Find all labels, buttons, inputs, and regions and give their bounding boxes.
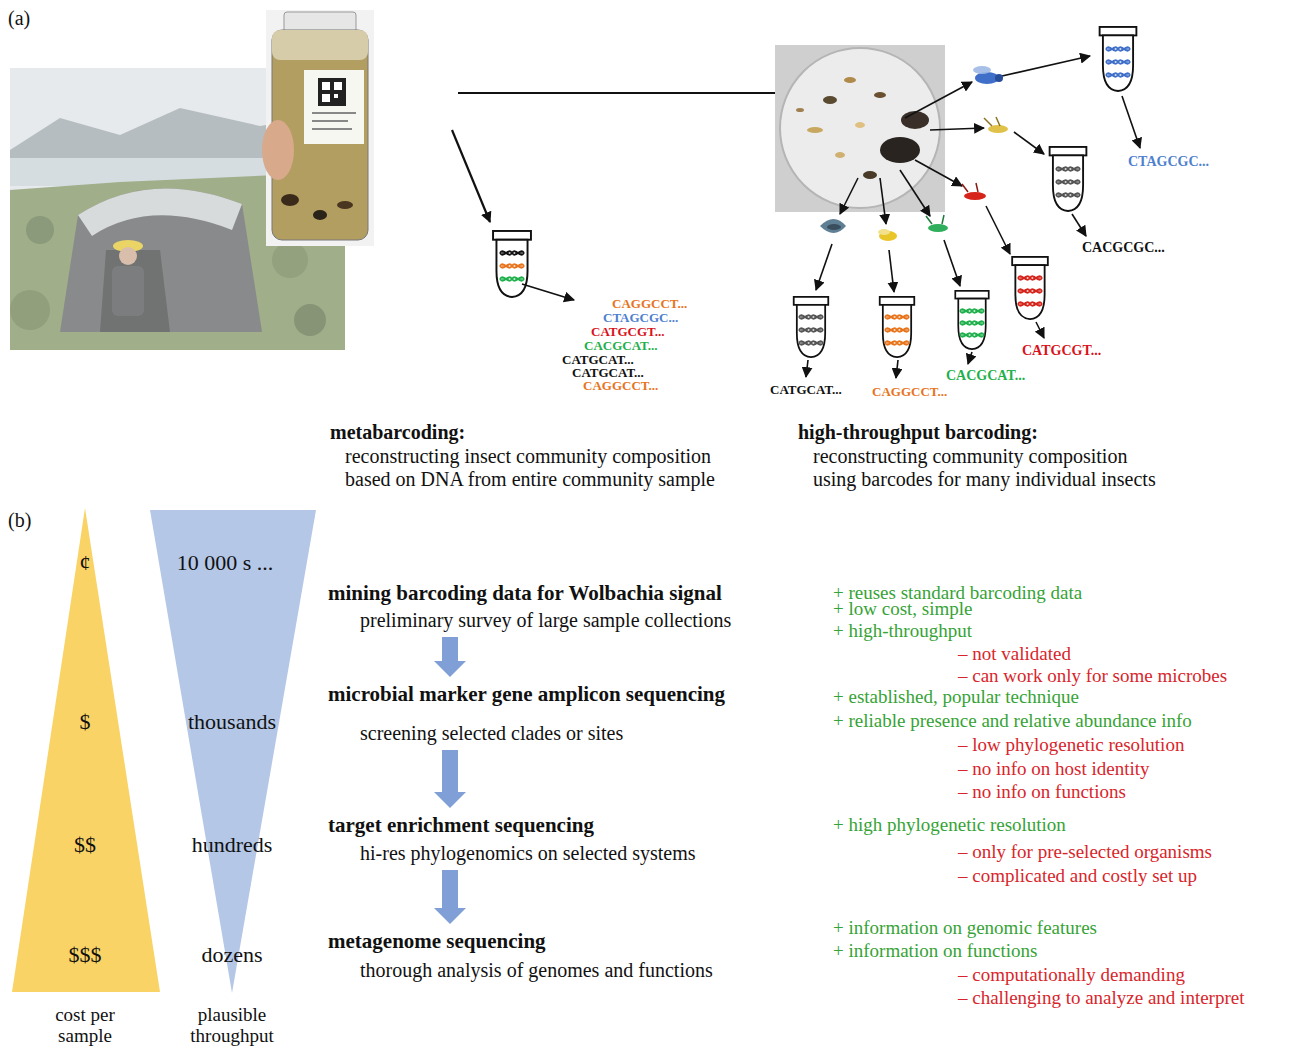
- method-title: metagenome sequencing: [328, 928, 713, 954]
- drawback-note: – computationally demanding: [958, 964, 1185, 986]
- method-step: target enrichment sequencinghi-res phylo…: [328, 812, 696, 866]
- drawback-note: – low phylogenetic resolution: [958, 734, 1184, 756]
- flow-arrow: [434, 750, 466, 808]
- advantage-note: + low cost, simple: [833, 598, 973, 620]
- scale-value: thousands: [188, 710, 276, 734]
- triangle-shape: [10, 505, 162, 1050]
- scale-value: $$: [74, 833, 96, 857]
- method-title: target enrichment sequencing: [328, 812, 696, 838]
- scale-value: hundreds: [192, 833, 273, 857]
- scale-value: $$$: [69, 943, 102, 967]
- panel-letter: (a): [8, 7, 30, 30]
- caption-heading: metabarcoding:: [330, 421, 465, 444]
- advantage-note: + reliable presence and relative abundan…: [833, 710, 1192, 732]
- caption-text: reconstructing community composition: [813, 445, 1127, 468]
- flow-arrow: [434, 637, 466, 677]
- drawback-note: – no info on functions: [958, 781, 1126, 803]
- caption-heading: high-throughput barcoding:: [798, 421, 1038, 444]
- triangle-fill: [12, 508, 160, 992]
- method-step: microbial marker gene amplicon sequencin…: [328, 681, 725, 746]
- drawback-note: – complicated and costly set up: [958, 865, 1197, 887]
- scale-value: ¢: [80, 551, 91, 575]
- throughput-triangle: 10 000 s ... thousands hundreds dozens plaus…: [148, 505, 320, 1050]
- method-subtitle: hi-res phylogenomics on selected systems: [328, 840, 696, 866]
- advantage-note: + high-throughput: [833, 620, 972, 642]
- drawback-note: – challenging to analyze and interpret: [958, 987, 1244, 1009]
- triangle-fill: [150, 510, 316, 993]
- drawback-note: – no info on host identity: [958, 758, 1150, 780]
- insect-icons: [820, 66, 1008, 241]
- dna-sequence: CAGGCCT...: [612, 297, 687, 312]
- scale-value: 10 000 s ...: [177, 551, 274, 575]
- advantage-note: + high phylogenetic resolution: [833, 814, 1066, 836]
- scale-value: dozens: [201, 943, 262, 967]
- dna-sequence: CTAGCGC...: [603, 311, 678, 326]
- dna-sequence: CACGCAT...: [584, 339, 658, 354]
- dna-sequence: CATGCGT...: [1022, 343, 1101, 359]
- scale-value: $: [80, 710, 91, 734]
- dna-sequence: CAGGCCT...: [583, 379, 658, 394]
- drawback-note: – not validated: [958, 643, 1071, 665]
- triangle-shape: [148, 505, 320, 1050]
- axis-caption: plausible throughput: [180, 1005, 284, 1047]
- dna-sequence: CATGCAT...: [770, 383, 842, 398]
- caption-text: reconstructing insect community composit…: [345, 445, 711, 468]
- petri-dish: [775, 45, 945, 212]
- caption-text: using barcodes for many individual insec…: [813, 468, 1156, 491]
- dna-sequence: CTAGCGC...: [1128, 154, 1209, 170]
- caption-text: based on DNA from entire community sampl…: [345, 468, 715, 491]
- dna-sequence: CATGCGT...: [591, 325, 665, 340]
- panel-letter: (b): [8, 509, 31, 532]
- drawback-note: – can work only for some microbes: [958, 665, 1227, 687]
- dna-sequence: CAGGCCT...: [872, 385, 947, 400]
- method-subtitle: screening selected clades or sites: [328, 720, 725, 746]
- dna-sequence: CACGCGC...: [1082, 240, 1165, 256]
- advantage-note: + information on genomic features: [833, 917, 1097, 939]
- cost-triangle: ¢$$$$$$cost per sample: [10, 505, 162, 1050]
- method-title: microbial marker gene amplicon sequencin…: [328, 681, 725, 707]
- method-subtitle: preliminary survey of large sample colle…: [328, 607, 731, 633]
- advantage-note: + established, popular technique: [833, 686, 1079, 708]
- sample-bottle: [262, 10, 374, 246]
- axis-caption: cost per sample: [43, 1005, 127, 1047]
- method-step: metagenome sequencing thorough analysis o…: [328, 928, 713, 983]
- method-subtitle: thorough analysis of genomes and functio…: [328, 957, 713, 983]
- dna-sequence: CACGCAT...: [946, 368, 1025, 384]
- method-step: mining barcoding data for Wolbachia sign…: [328, 580, 731, 633]
- advantage-note: + information on functions: [833, 940, 1037, 962]
- method-title: mining barcoding data for Wolbachia sign…: [328, 580, 731, 606]
- flow-arrow: [434, 870, 466, 924]
- drawback-note: – only for pre-selected organisms: [958, 841, 1212, 863]
